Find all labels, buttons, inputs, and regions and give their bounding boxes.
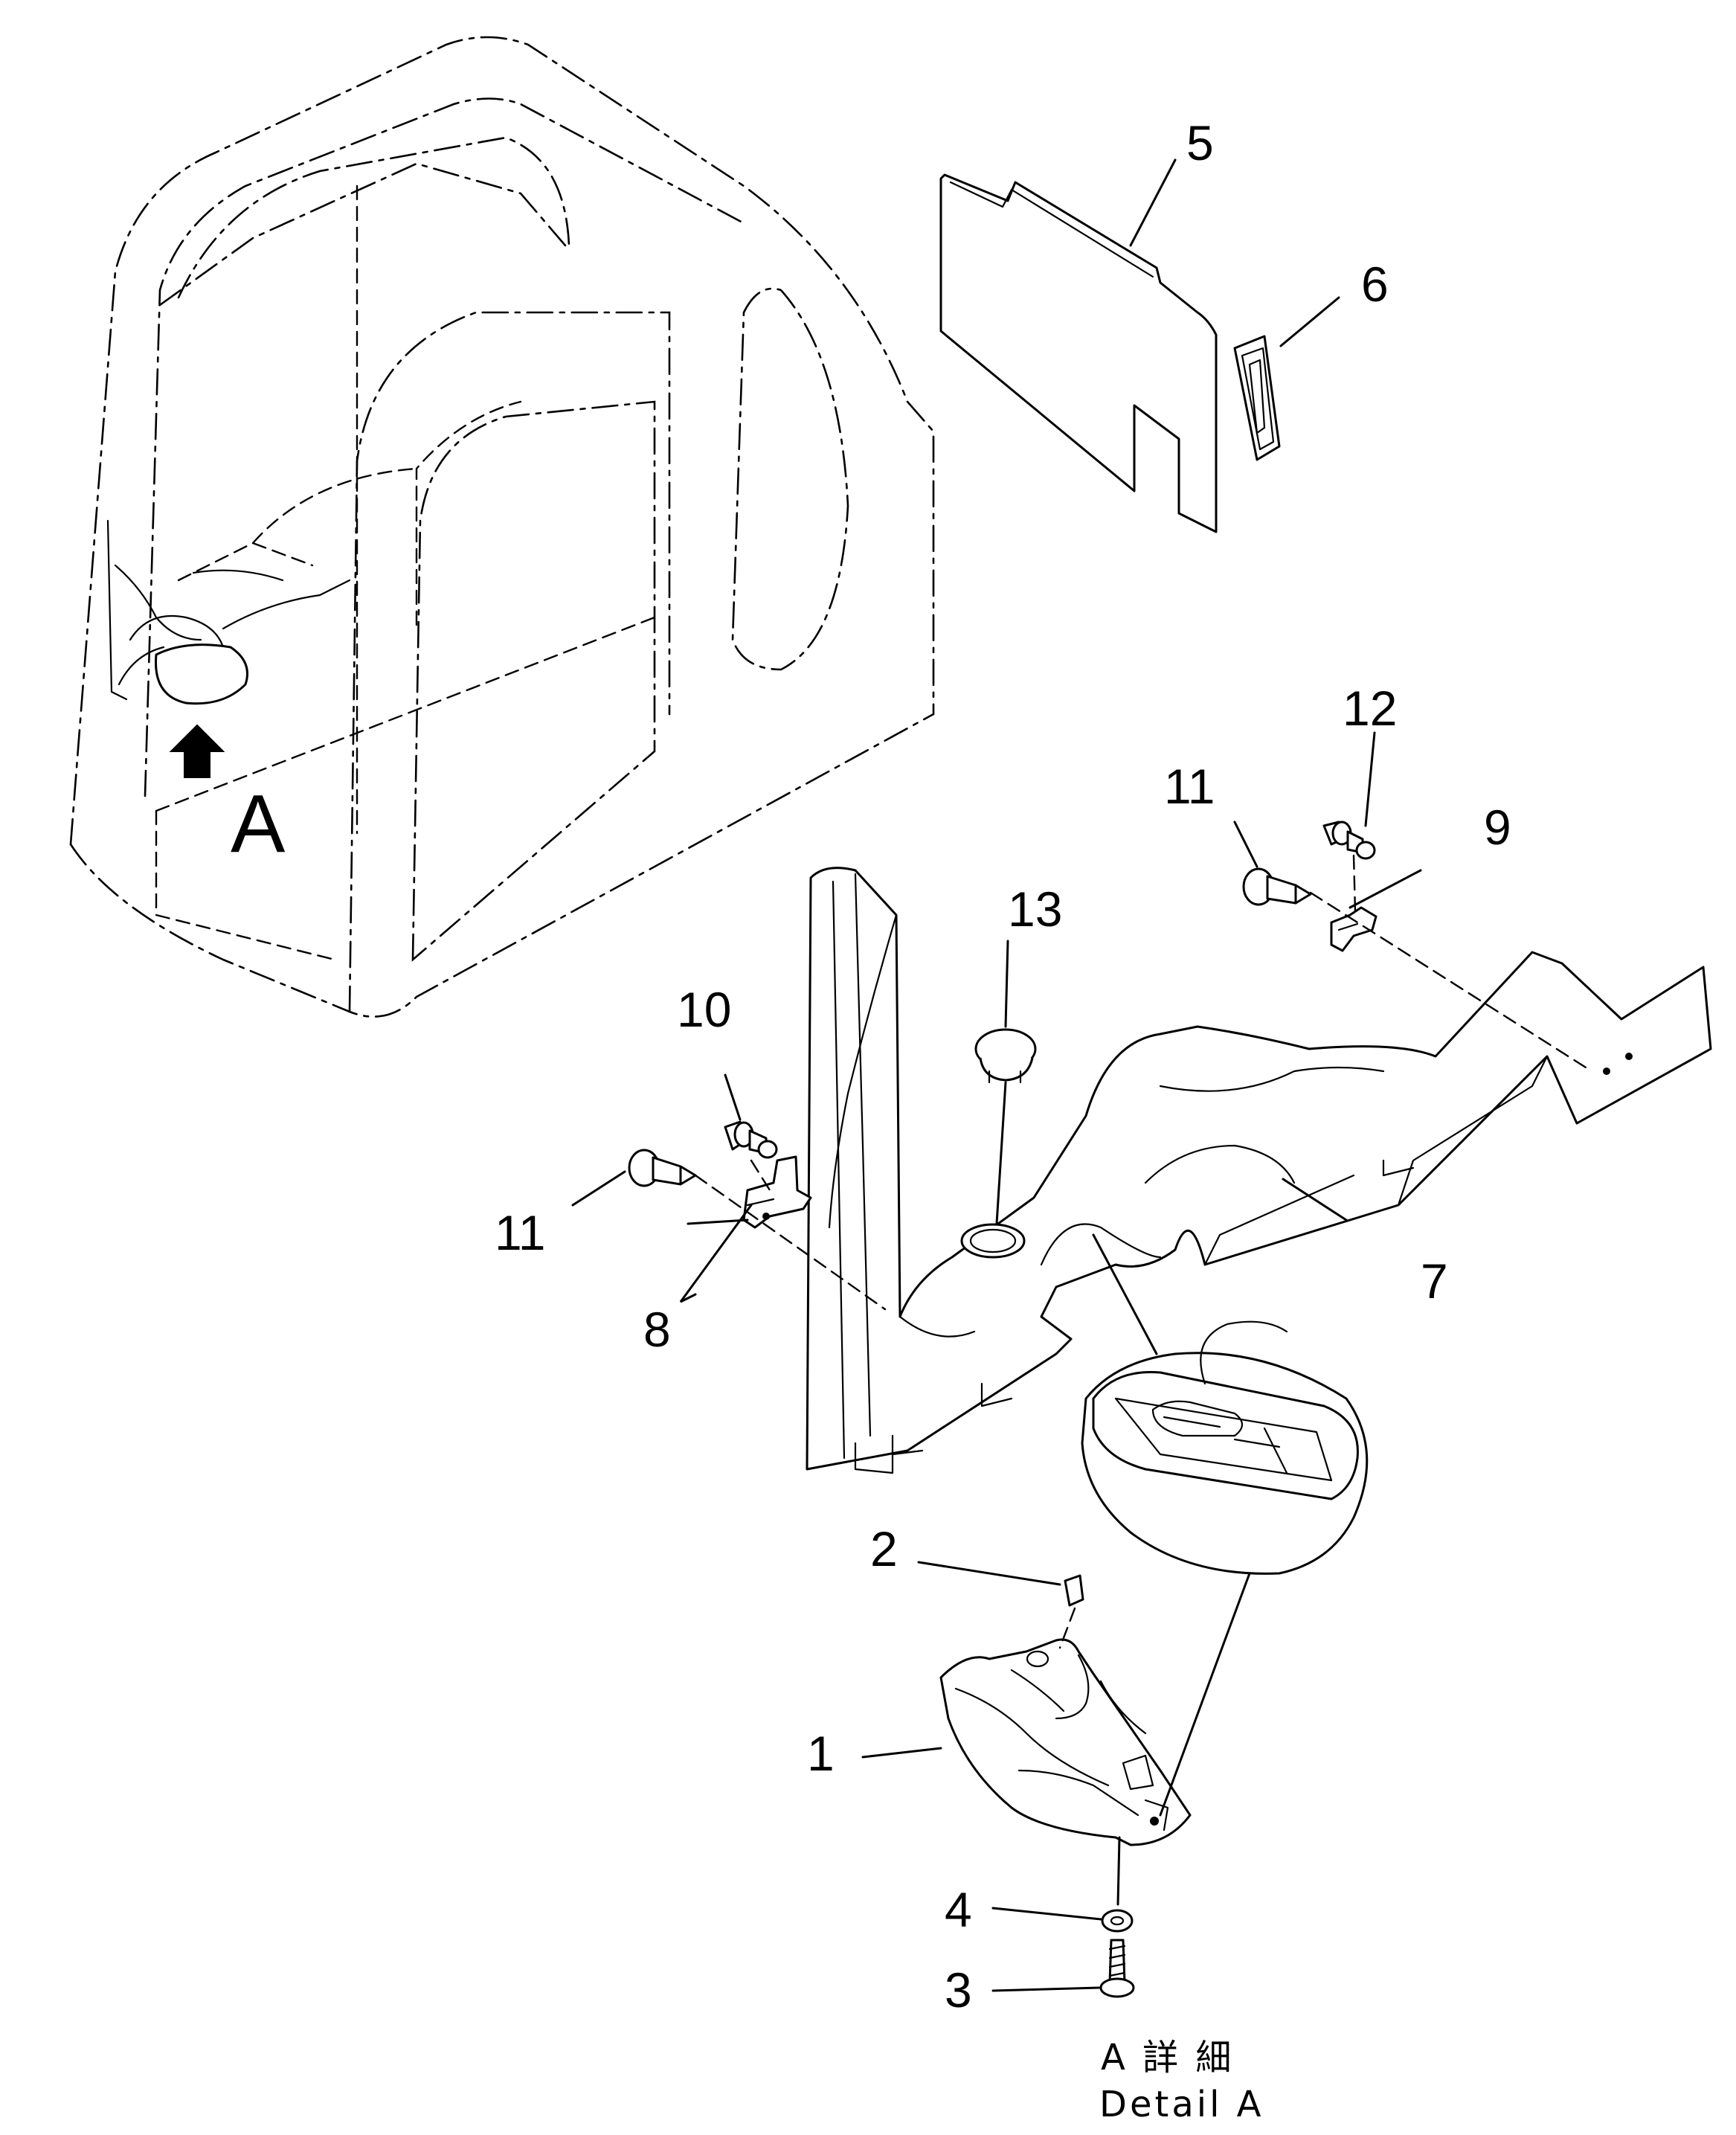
part-5-insulation-panel <box>939 173 1218 533</box>
callout-numbers: 5 6 12 11 9 13 10 11 7 8 2 1 4 3 <box>495 115 1511 2017</box>
detail-caption-japanese: A 詳 細 <box>1101 2037 1234 2078</box>
callout-13: 13 <box>1008 882 1062 937</box>
switch-panel-assembly <box>1081 1320 1369 1575</box>
callout-11-left: 11 <box>495 1205 546 1260</box>
callout-9: 9 <box>1484 800 1511 855</box>
callout-2: 2 <box>870 1521 898 1576</box>
part-10-push-rivet <box>724 1120 778 1159</box>
view-marker-label: A <box>231 778 286 870</box>
callout-5: 5 <box>1186 115 1214 170</box>
part-2-clip <box>1064 1574 1084 1607</box>
callout-1: 1 <box>807 1726 835 1781</box>
leader-lines <box>571 158 1422 1992</box>
part-7-console-cover <box>806 867 1712 1474</box>
callout-11-right: 11 <box>1164 759 1215 814</box>
assembly-lines <box>694 854 1593 1906</box>
callout-12: 12 <box>1343 681 1397 736</box>
callout-10: 10 <box>677 982 731 1037</box>
part-6-vent-frame <box>1233 335 1281 461</box>
operator-cab-phantom <box>69 36 935 1018</box>
part-9-bracket <box>1330 906 1377 952</box>
part-3-bolt <box>1099 1939 1135 1998</box>
callout-3: 3 <box>945 1962 972 2017</box>
callout-8: 8 <box>643 1302 671 1357</box>
callout-6: 6 <box>1361 257 1389 312</box>
part-13-blind-plug <box>974 1028 1037 1084</box>
part-11-bolt-right <box>1242 867 1312 906</box>
detail-caption-english: Detail A <box>1099 2084 1264 2125</box>
callout-4: 4 <box>945 1882 972 1937</box>
callout-7: 7 <box>1421 1253 1448 1309</box>
part-11-bolt-left <box>628 1149 697 1187</box>
part-8-bracket <box>742 1155 812 1229</box>
view-arrow-icon <box>169 724 225 778</box>
part-12-push-rivet <box>1322 821 1376 860</box>
part-4-washer <box>1101 1909 1134 1933</box>
part-1-lower-cover <box>939 1638 1192 1846</box>
